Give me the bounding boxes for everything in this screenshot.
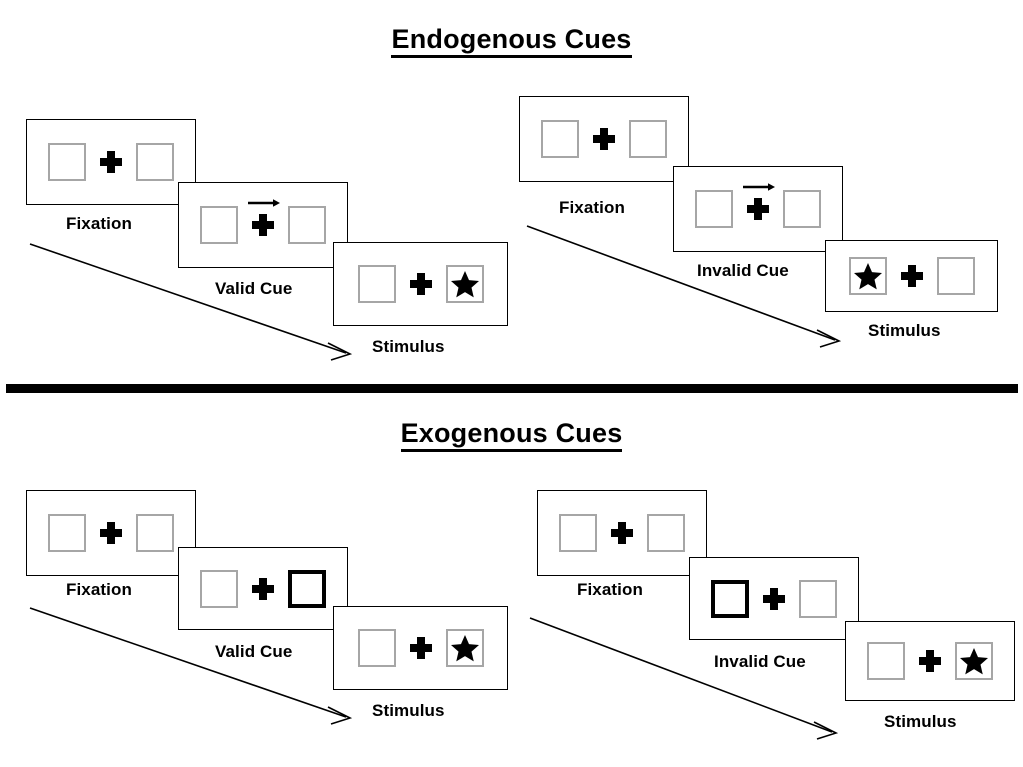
fixation-cross-icon: [900, 265, 923, 287]
fixation-cross-icon: [252, 577, 274, 600]
fixation-cross-icon: [763, 587, 785, 610]
placeholder-box-right: [783, 190, 821, 228]
caption-endogenous-valid-cue: Valid Cue: [215, 279, 293, 298]
frame-endogenous-invalid-fixation: [519, 96, 689, 182]
placeholder-box-left: [200, 206, 238, 244]
frame-content: [541, 120, 667, 158]
frame-content: [695, 183, 821, 228]
placeholder-box-left: [541, 120, 579, 158]
cued-box-right: [288, 569, 326, 608]
placeholder-box-left: [48, 143, 86, 181]
target-box-right: [955, 642, 993, 680]
placeholder-box-left: [200, 569, 238, 608]
placeholder-box-left: [48, 514, 86, 552]
caption-exogenous-valid-fixation: Fixation: [66, 580, 132, 599]
frame-endogenous-valid-stimulus: [333, 242, 508, 326]
section-title-endogenous: Endogenous Cues: [0, 24, 1023, 58]
frame-endogenous-invalid-stimulus: [825, 240, 998, 312]
frame-content: [48, 514, 174, 552]
fixation-cross-icon: [100, 151, 122, 173]
placeholder-box-left: [357, 629, 396, 667]
caption-endogenous-invalid-stimulus: Stimulus: [868, 321, 941, 340]
arrow-right-cue-icon: [248, 199, 280, 207]
frame-exogenous-valid-fixation: [26, 490, 196, 576]
frame-content: [559, 514, 685, 552]
arrow-right-cue-icon: [743, 183, 775, 191]
fixation-cross-icon: [919, 650, 941, 672]
fixation-cross-icon: [100, 522, 122, 544]
placeholder-box-right: [629, 120, 667, 158]
caption-endogenous-invalid-cue: Invalid Cue: [697, 261, 789, 280]
fixation-cross-icon: [611, 522, 633, 544]
fixation-cross-icon: [593, 128, 615, 150]
placeholder-box-right: [799, 579, 837, 618]
placeholder-box-right: [136, 514, 174, 552]
frame-content: [48, 143, 174, 181]
frame-content: [200, 199, 326, 244]
placeholder-box-left: [559, 514, 597, 552]
placeholder-box-right: [288, 206, 326, 244]
fixation-cross-icon: [409, 273, 432, 295]
caption-exogenous-invalid-fixation: Fixation: [577, 580, 643, 599]
frame-exogenous-invalid-fixation: [537, 490, 707, 576]
frame-exogenous-invalid-cue: [689, 557, 859, 640]
target-box-right: [445, 265, 484, 303]
star-target-icon: [960, 648, 988, 675]
frame-content: [867, 642, 993, 680]
fixation-cross-icon: [743, 183, 775, 220]
caption-exogenous-valid-cue: Valid Cue: [215, 642, 293, 661]
caption-exogenous-valid-stimulus: Stimulus: [372, 701, 445, 720]
placeholder-box-left: [357, 265, 396, 303]
target-box-left: [848, 257, 887, 295]
frame-exogenous-invalid-stimulus: [845, 621, 1015, 701]
frame-content: [848, 257, 975, 295]
frame-exogenous-valid-cue: [178, 547, 348, 630]
frame-content: [357, 629, 484, 667]
frame-endogenous-valid-cue: [178, 182, 348, 268]
caption-endogenous-valid-fixation: Fixation: [66, 214, 132, 233]
star-target-icon: [853, 263, 882, 290]
fixation-cross-icon: [248, 199, 280, 236]
frame-content: [200, 569, 326, 608]
section-title-exogenous: Exogenous Cues: [0, 418, 1023, 452]
placeholder-box-right: [936, 257, 975, 295]
cued-box-left: [711, 579, 749, 618]
placeholder-box-left: [695, 190, 733, 228]
target-box-right: [445, 629, 484, 667]
caption-endogenous-invalid-fixation: Fixation: [559, 198, 625, 217]
frame-exogenous-valid-stimulus: [333, 606, 508, 690]
section-title-endogenous-text: Endogenous Cues: [391, 24, 632, 58]
caption-exogenous-invalid-cue: Invalid Cue: [714, 652, 806, 671]
section-title-exogenous-text: Exogenous Cues: [400, 418, 623, 452]
placeholder-box-right: [136, 143, 174, 181]
caption-endogenous-valid-stimulus: Stimulus: [372, 337, 445, 356]
caption-exogenous-invalid-stimulus: Stimulus: [884, 712, 957, 731]
placeholder-box-right: [647, 514, 685, 552]
frame-content: [711, 579, 837, 618]
fixation-cross-icon: [409, 637, 432, 659]
section-divider: [6, 384, 1018, 393]
frame-endogenous-invalid-cue: [673, 166, 843, 252]
frame-endogenous-valid-fixation: [26, 119, 196, 205]
frame-content: [357, 265, 484, 303]
placeholder-box-left: [867, 642, 905, 680]
star-target-icon: [450, 271, 479, 298]
star-target-icon: [450, 635, 479, 662]
